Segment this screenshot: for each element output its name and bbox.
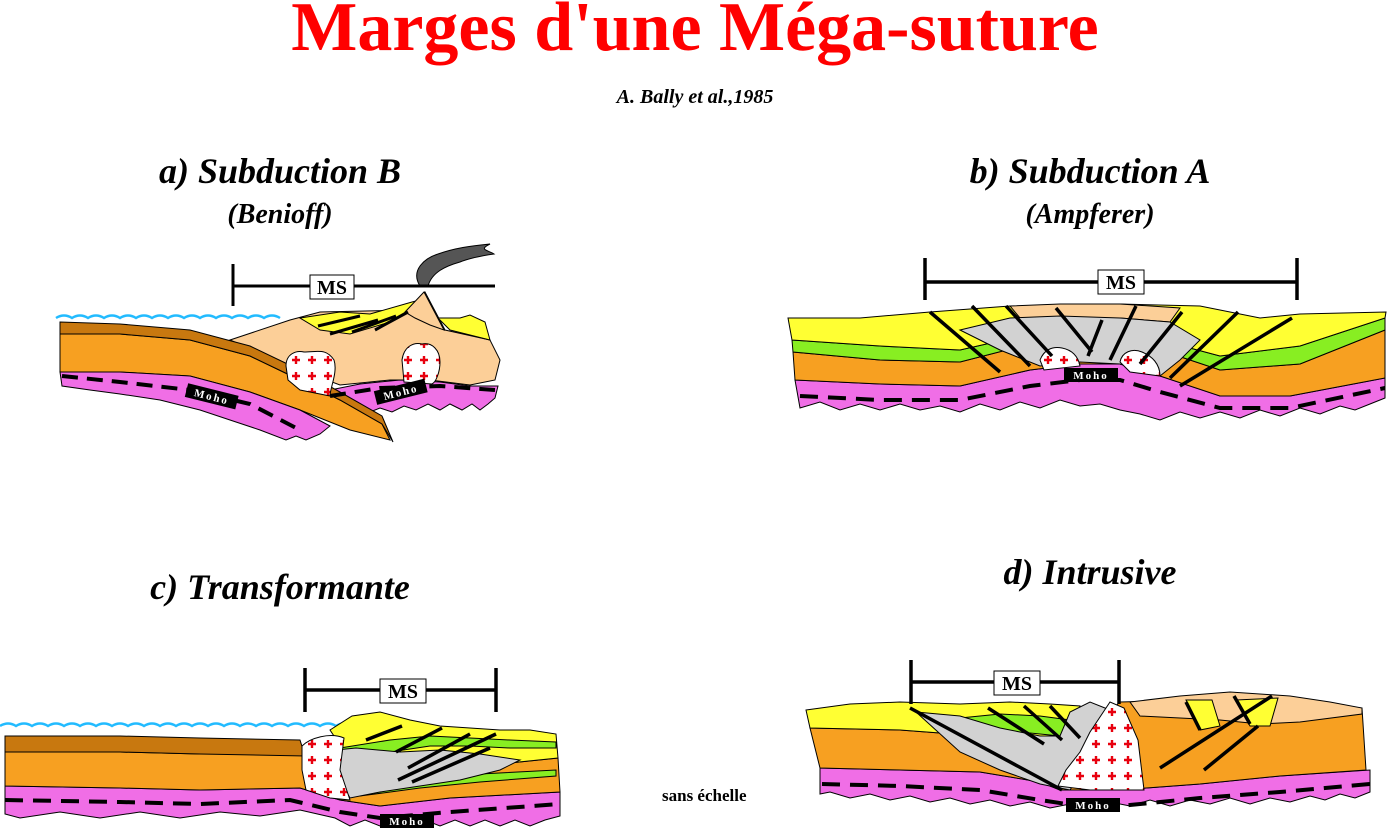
panel-c-granite <box>301 735 351 801</box>
panel-b-thrusts <box>928 304 1293 388</box>
panel-d-ms-label: MS <box>1002 673 1032 695</box>
panel-b-title: b) Subduction A <box>969 151 1211 191</box>
panel-d-title: d) Intrusive <box>1003 552 1177 592</box>
panel-c-moho-line <box>4 797 561 821</box>
panel-a-granite-2 <box>401 343 441 385</box>
panel-a-sea <box>55 314 281 320</box>
panel-c-melange <box>335 747 522 799</box>
panel-d-moho-label: Moho <box>1075 800 1111 812</box>
panel-a-ms-box <box>309 274 355 300</box>
page-title: Marges d'une Méga-suture <box>291 0 1099 66</box>
panel-a-thrusts <box>317 310 409 336</box>
panel-a-diagram: MS Moho Moho <box>55 243 501 443</box>
panel-a-title: a) Subduction B <box>158 151 402 191</box>
panel-a-ms-label: MS <box>317 277 347 299</box>
panel-b-ms-label: MS <box>1106 272 1136 294</box>
panel-c-sea <box>0 722 353 728</box>
panel-b-moho-line <box>799 378 1386 410</box>
panel-a-mantle-left <box>59 371 331 441</box>
panel-b-ms-box <box>1097 269 1145 295</box>
panel-d-granite <box>1057 701 1145 791</box>
panel-a-ms-bar <box>231 264 495 306</box>
panel-b-moho-label: Moho <box>1073 370 1109 382</box>
panel-c-thrusts <box>365 724 497 784</box>
panel-a-granite-1 <box>285 350 336 397</box>
panel-c-ms-label: MS <box>388 681 418 703</box>
panel-c-title: c) Transformante <box>150 567 410 607</box>
panel-d-ms-box <box>993 670 1041 696</box>
scale-note: sans échelle <box>662 786 747 805</box>
panel-c-ms-box <box>379 678 427 704</box>
panel-d-diagram: MS Moho <box>805 660 1371 812</box>
panel-c-moho-label: Moho <box>389 816 425 828</box>
panel-a-brown-slab <box>59 321 394 443</box>
panel-b-diagram: MS Moho <box>787 258 1387 421</box>
panel-c-diagram: MS Moho <box>0 668 561 828</box>
author-citation: A. Bally et al.,1985 <box>616 86 774 108</box>
panel-b-subtitle: (Ampferer) <box>1025 199 1155 230</box>
panel-a-volcano <box>404 291 446 331</box>
panel-a-plume-icon <box>416 243 496 287</box>
panel-d-thrusts <box>909 694 1273 792</box>
panel-a-subtitle: (Benioff) <box>227 199 333 230</box>
